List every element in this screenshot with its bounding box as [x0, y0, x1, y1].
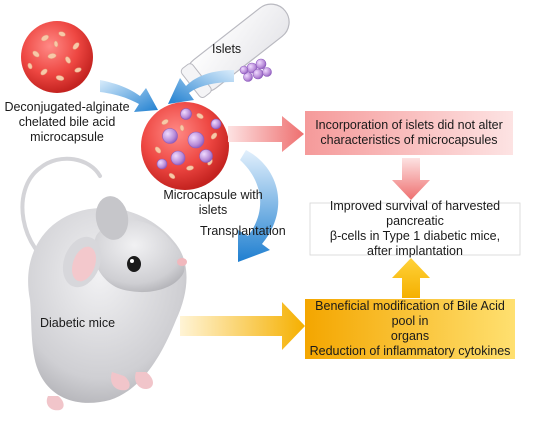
improved-survival-box-bg — [309, 202, 521, 256]
with-islets-label-line1: Microcapsule with — [163, 188, 263, 202]
microcapsule-label: Deconjugated-alginate chelated bile acid… — [0, 100, 134, 145]
arrow-capsule-to-mix — [100, 80, 158, 112]
arrow-beneficial-to-improved — [392, 258, 430, 298]
arrow-islets-to-mix — [168, 70, 234, 104]
incorporation-box: Incorporation of islets did not alter ch… — [305, 111, 513, 155]
incorporation-line1: Incorporation of islets did not alter — [315, 118, 503, 132]
arrow-mice-to-beneficial — [180, 302, 305, 350]
arrow-to-incorporation — [228, 116, 304, 152]
beneficial-line3: Reduction of inflammatory cytokines — [309, 344, 511, 358]
beneficial-box: Beneficial modification of Bile Acid poo… — [305, 299, 515, 359]
improved-line3: after implantation — [367, 244, 463, 258]
empty-microcapsule-icon — [21, 21, 93, 93]
beneficial-line2: organs — [390, 329, 430, 343]
islets-label: Islets — [212, 42, 242, 56]
microcapsule-with-islets-label: Microcapsule with islets — [158, 188, 268, 218]
microcapsule-label-line1: Deconjugated-alginate — [4, 100, 130, 114]
beneficial-line1: Beneficial modification of Bile Acid poo… — [315, 299, 505, 328]
incorporation-box-bg — [305, 111, 513, 155]
diabetic-mice-label: Diabetic mice — [40, 316, 116, 330]
arrow-transplantation — [238, 150, 279, 262]
beneficial-box-bg — [305, 299, 515, 359]
improved-line1: Improved survival of harvested pancreati… — [329, 199, 501, 228]
transplantation-label: Transplantation — [200, 224, 286, 238]
microcapsule-label-line2: chelated bile acid — [18, 115, 116, 129]
incorporation-line2: characteristics of microcapsules — [320, 133, 498, 147]
improved-line2: β-cells in Type 1 diabetic mice, — [329, 229, 501, 243]
with-islets-label-line2: islets — [198, 203, 228, 217]
arrow-to-improved-survival — [392, 158, 430, 200]
microcapsule-label-line3: microcapsule — [30, 130, 104, 144]
improved-survival-box: Improved survival of harvested pancreati… — [310, 199, 520, 258]
diabetic-mouse-icon — [20, 156, 187, 411]
microcapsule-with-islets-icon — [141, 102, 229, 190]
